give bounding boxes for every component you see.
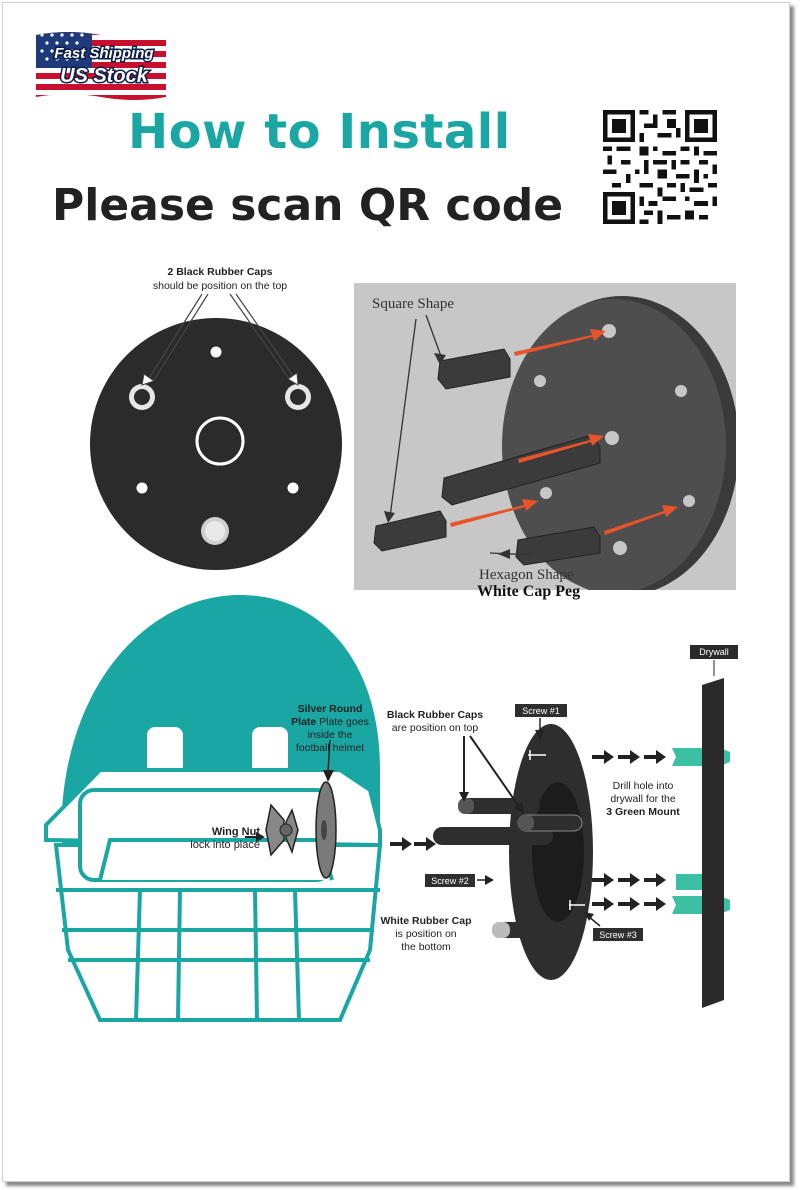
caption-black-caps: 2 Black Rubber Caps [167,266,272,278]
helmet-mount-diagram: Screw #1 Screw #2 Screw #3 [44,595,738,1022]
screw2-tag [425,874,475,887]
plate-top-view-diagram: 2 Black Rubber Caps should be position o… [90,266,342,570]
black-rubber-caps-label: Black Rubber Caps are position on top [386,709,484,734]
square-peg-top [437,348,511,390]
square-peg-bottom [373,510,447,552]
square-shape-label: Square Shape [372,296,454,312]
drywall [702,678,724,1008]
center-hole [195,416,245,466]
hexagon-peg [515,526,601,566]
white-rubber-cap-label: White Rubber Cap is position on the bott… [380,915,472,953]
screw3-tag [593,928,643,941]
drill-hole-label: Drill hole into drywall for the 3 Green … [606,780,680,818]
us-flag-badge: Fast Shipping US Stock [36,32,166,100]
center-peg [433,827,553,845]
silver-plate-label: Silver Round Plate Plate goes inside the… [291,703,369,754]
hexagon-shape-label: Hexagon Shape [479,567,574,583]
screw2-label: Screw #2 [431,876,469,886]
white-cap-peg-label: White Cap Peg [477,583,581,600]
pegs-exploded-diagram: Square Shape Hexagon Shape [354,283,736,590]
red-arrows [450,329,678,535]
page-title: How to Install [128,104,511,160]
white-rubber-cap [492,922,510,938]
qr-code[interactable] [603,110,717,224]
screw3-label: Screw #3 [599,930,637,940]
badge-line1: Fast Shipping [54,45,153,62]
caption-position-top: should be position on the top [153,280,287,292]
screw1-label: Screw #1 [522,706,560,716]
page-subtitle: Please scan QR code [52,180,564,231]
drywall-tag [690,645,738,659]
drywall-label: Drywall [699,647,729,657]
screw1-tag [515,704,567,717]
badge-line2: US Stock [60,65,149,87]
wing-nut-label: Wing Nut lock into place [190,826,260,851]
